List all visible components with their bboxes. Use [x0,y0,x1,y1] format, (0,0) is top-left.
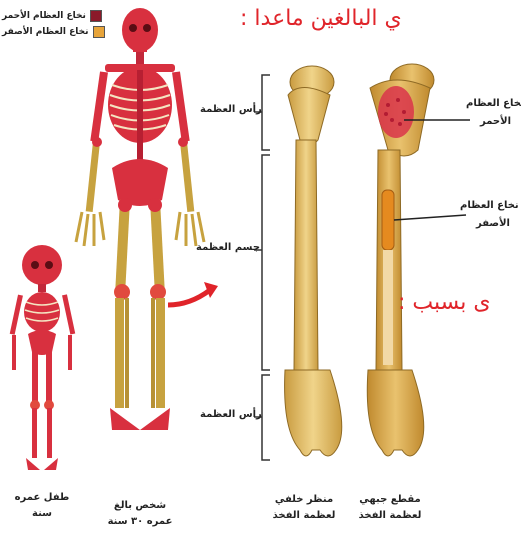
caption-child-line1: طفل عمره [6,490,78,506]
caption-child-line2: سنة [6,506,78,522]
arrow-icon [168,290,210,305]
label-bone-head-bottom: رأس العظمة [200,409,262,420]
label-yellow-marrow-2: الأصفر [476,218,510,229]
caption-back-line2: لعظمة الفخذ [268,508,340,524]
yellow-marrow-swatch [93,26,105,38]
red-marrow-swatch [90,10,102,22]
caption-adult: شخص بالغ عمره ٣٠ سنة [100,498,180,530]
legend-red-label: نخاع العظام الأحمر [2,11,86,21]
legend-red: نخاع العظام الأحمر [2,10,102,22]
label-red-marrow-2: الأحمر [480,116,511,127]
subline-text: ى بسبب : [398,290,491,315]
femur-section-view [367,64,434,456]
child-skeleton [10,245,76,470]
label-bone-head-top: رأس العظمة [200,104,262,115]
caption-adult-line2: عمره ٣٠ سنة [100,514,180,530]
caption-back-line1: منظر خلفي [268,492,340,508]
label-bone-body: جسم العظمة [196,242,260,253]
caption-back-view: منظر خلفي لعظمة الفخذ [268,492,340,524]
caption-section-line1: مقطع جبهي [350,492,430,508]
caption-adult-line1: شخص بالغ [100,498,180,514]
legend-yellow-label: نخاع العظام الأصفر [2,27,89,37]
caption-section-line2: لعظمة الفخذ [350,508,430,524]
label-yellow-marrow-1: نخاع العظام [460,200,519,211]
bone-part-brackets [254,75,270,460]
caption-section-view: مقطع جبهي لعظمة الفخذ [350,492,430,524]
legend-yellow: نخاع العظام الأصفر [2,26,105,38]
femur-back-view [285,66,342,456]
label-red-marrow-1: نخاع العظام [466,98,521,109]
headline-text: ي البالغين ماعدا : [240,6,402,31]
adult-skeleton [76,8,204,430]
caption-child: طفل عمره سنة [6,490,78,522]
